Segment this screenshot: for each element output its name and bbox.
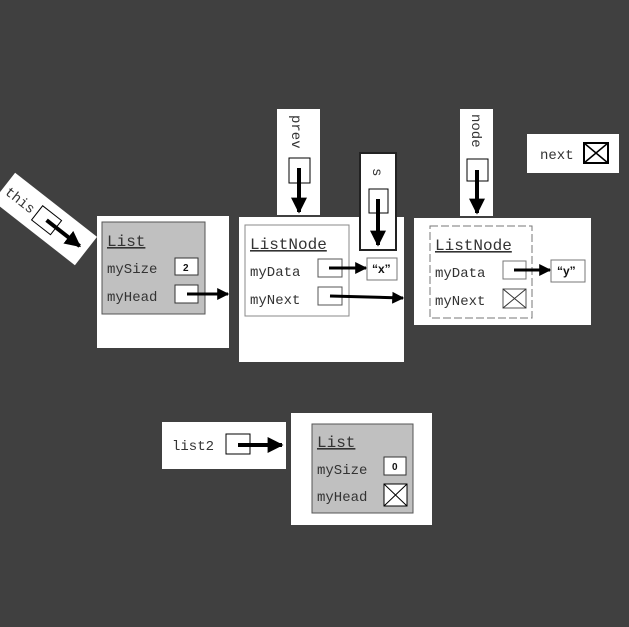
variable-prev: prev [277, 109, 320, 215]
variable-label: next [540, 148, 574, 164]
listnode-object: ListNode myData “x” myNext [239, 217, 405, 362]
object-title: ListNode [250, 236, 327, 254]
field-label: mySize [107, 262, 157, 278]
null-icon [502, 288, 527, 309]
variable-s: s [359, 152, 397, 251]
field-label: myHead [317, 490, 367, 506]
field-label: myHead [107, 290, 157, 306]
object-title: List [107, 233, 145, 251]
field-value: 2 [183, 263, 189, 274]
list-object: List mySize 2 myHead [97, 216, 230, 348]
variable-label: node [467, 114, 483, 148]
object-title: ListNode [435, 237, 512, 255]
null-icon [383, 483, 408, 507]
string-value: “y” [557, 264, 576, 278]
field-label: myData [250, 265, 300, 281]
variable-node: node [460, 109, 493, 216]
arrow-icon [329, 291, 405, 304]
variable-this: this [0, 172, 98, 266]
variable-list2: list2 [162, 422, 286, 469]
null-icon [583, 142, 609, 164]
field-value: 0 [392, 462, 398, 473]
string-value: “x” [372, 262, 391, 276]
field-label: myData [435, 266, 485, 282]
arrow-icon [45, 218, 81, 248]
variable-label: s [368, 168, 384, 176]
variable-next: next [527, 134, 619, 173]
variable-label: list2 [172, 439, 214, 455]
list-object-2: List mySize 0 myHead [291, 413, 432, 525]
variable-label: prev [287, 115, 303, 149]
field-label: myNext [250, 293, 300, 309]
listnode-object-2: ListNode myData “y” myNext [414, 218, 591, 325]
object-title: List [317, 434, 355, 452]
field-label: myNext [435, 294, 485, 310]
field-label: mySize [317, 463, 367, 479]
